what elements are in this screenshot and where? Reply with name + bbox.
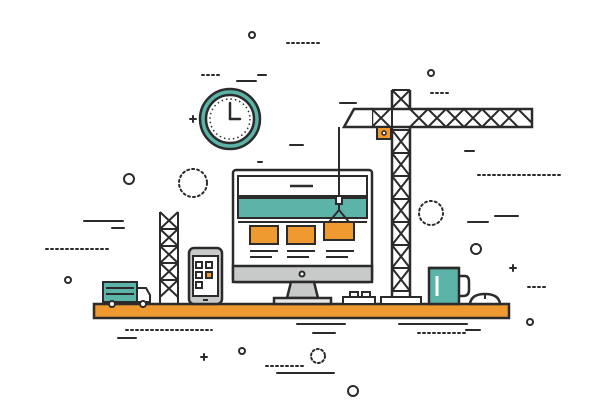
construction-crane-icon (323, 89, 534, 305)
smartphone-icon (187, 246, 224, 306)
computer-mouse-icon (468, 292, 502, 306)
wall-clock-icon (198, 87, 262, 151)
delivery-truck-icon (102, 281, 151, 308)
scaffold-tower-icon (159, 211, 179, 304)
background-decor (45, 31, 561, 397)
desk-surface (92, 302, 511, 320)
coffee-mug-icon (427, 266, 471, 306)
keyboard-icon (342, 291, 376, 305)
